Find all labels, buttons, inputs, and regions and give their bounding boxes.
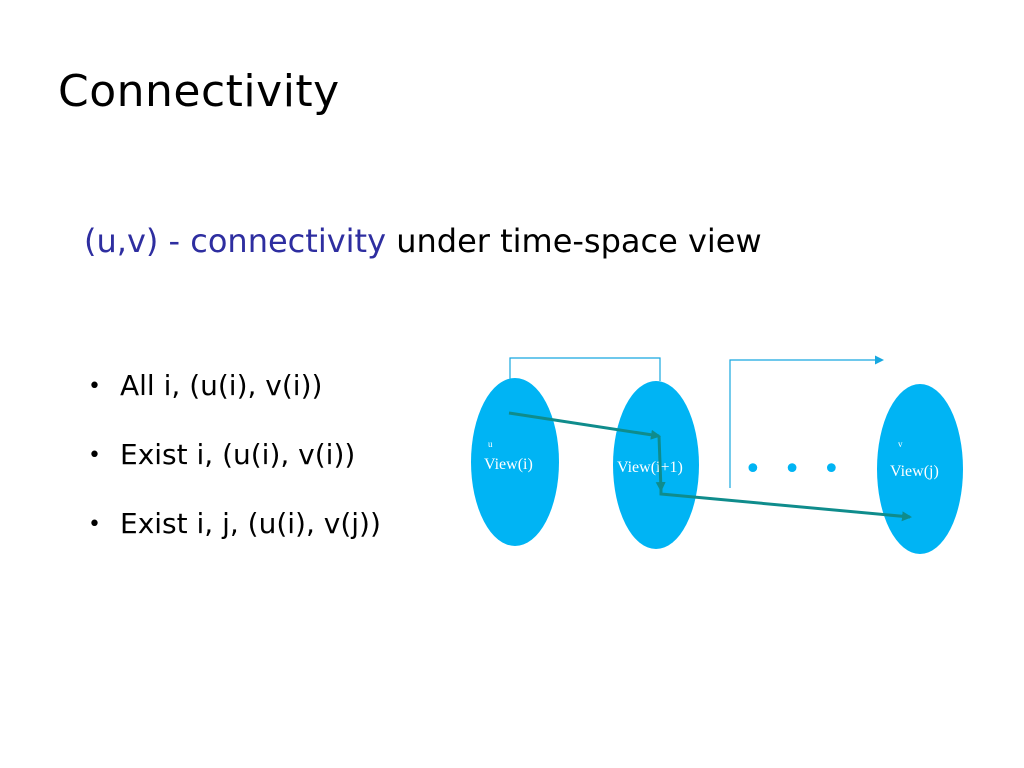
slide-subtitle: (u,v) - connectivity under time-space vi…	[84, 222, 762, 260]
view-label: View(j)	[890, 463, 939, 480]
view-ellipse	[613, 381, 699, 549]
bracket-connector	[729, 355, 884, 488]
bullet-dot-icon: •	[88, 374, 101, 399]
subtitle-accent: (u,v) - connectivity	[84, 222, 387, 260]
path-arrow	[659, 490, 912, 522]
node-u-label: u	[488, 439, 493, 449]
bullet-dot-icon: •	[88, 443, 101, 468]
view-label: View(i)	[484, 456, 533, 473]
bullet-item: • Exist i, (u(i), v(i))	[88, 435, 381, 504]
bullet-item: • Exist i, j, (u(i), v(j))	[88, 504, 381, 573]
slide-title: Connectivity	[58, 66, 340, 117]
bullet-item: • All i, (u(i), v(i))	[88, 366, 381, 435]
view-ellipse	[877, 384, 963, 554]
path-arrow	[508, 411, 661, 440]
path-arrow	[655, 435, 666, 492]
bracket-connector	[509, 357, 661, 381]
bullet-text: Exist i, (u(i), v(i))	[120, 438, 356, 471]
bullet-list: • All i, (u(i), v(i)) • Exist i, (u(i), v(…	[88, 366, 381, 573]
ellipsis-dots: • • •	[744, 452, 846, 487]
bullet-text: Exist i, j, (u(i), v(j))	[120, 507, 381, 540]
view-ellipse	[471, 378, 559, 546]
view-label: View(i+1)	[617, 459, 683, 476]
node-v-label: v	[898, 439, 903, 449]
bullet-text: All i, (u(i), v(i))	[120, 369, 323, 402]
subtitle-plain: under time-space view	[396, 222, 762, 260]
bullet-dot-icon: •	[88, 512, 101, 537]
